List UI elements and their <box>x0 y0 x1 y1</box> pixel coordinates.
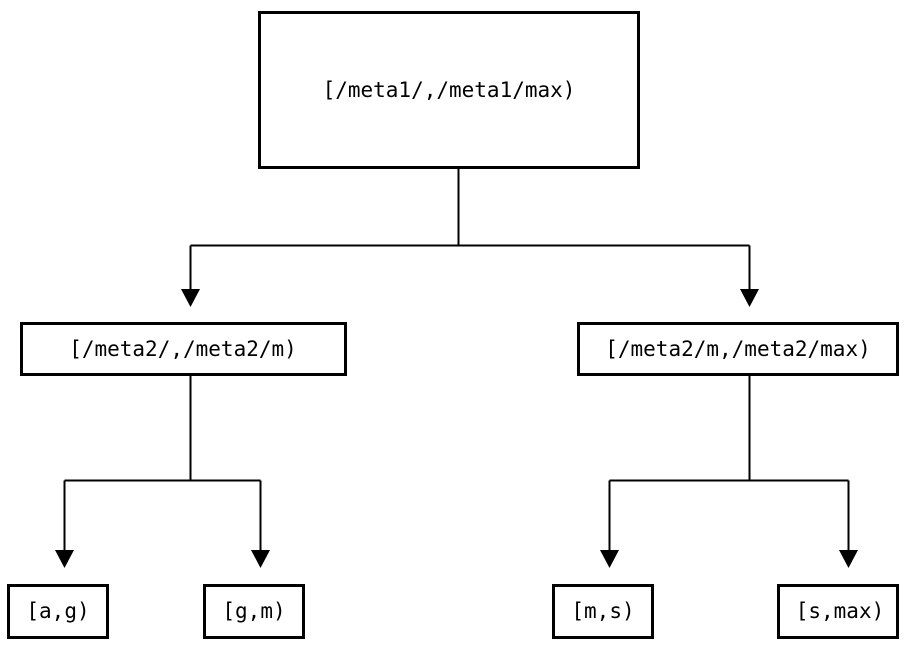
node-root[interactable]: [/meta1/,/meta1/max) <box>258 11 640 169</box>
node-leaf-3-box[interactable] <box>552 584 654 639</box>
node-leaf-1-label: [a,g) <box>26 599 89 623</box>
node-leaf-2-box[interactable] <box>203 584 305 639</box>
node-mid-left-label: [/meta2/,/meta2/m) <box>69 337 297 361</box>
arrowhead-midright-to-leaf3 <box>600 550 619 568</box>
node-leaf-4-box[interactable] <box>777 584 899 639</box>
arrowhead-midleft-to-leaf2 <box>251 550 270 568</box>
node-leaf-2[interactable]: [g,m) <box>203 584 305 639</box>
node-leaf-2-label: [g,m) <box>222 599 285 623</box>
arrowhead-midright-to-leaf4 <box>839 550 858 568</box>
node-mid-right-box[interactable] <box>577 322 899 376</box>
arrowhead-midleft-to-leaf1 <box>55 550 74 568</box>
node-leaf-1-box[interactable] <box>7 584 109 639</box>
node-mid-right[interactable]: [/meta2/m,/meta2/max) <box>577 322 899 376</box>
node-leaf-1[interactable]: [a,g) <box>7 584 109 639</box>
node-leaf-3[interactable]: [m,s) <box>552 584 654 639</box>
node-leaf-4-label: [s,max) <box>796 599 885 623</box>
node-mid-left[interactable]: [/meta2/,/meta2/m) <box>20 322 347 376</box>
edge-group-root-to-mid <box>181 168 759 307</box>
node-leaf-4[interactable]: [s,max) <box>777 584 899 639</box>
edge-group-midleft-to-leaves <box>55 375 270 568</box>
node-mid-left-box[interactable] <box>20 322 347 376</box>
arrowhead-root-to-mid-left <box>181 289 200 307</box>
arrowhead-root-to-mid-right <box>740 289 759 307</box>
node-leaf-3-label: [m,s) <box>571 599 634 623</box>
node-root-label: [/meta1/,/meta1/max) <box>323 78 576 102</box>
edge-group-midright-to-leaves <box>600 375 858 568</box>
node-root-box[interactable] <box>258 11 640 169</box>
node-mid-right-label: [/meta2/m,/meta2/max) <box>605 337 871 361</box>
